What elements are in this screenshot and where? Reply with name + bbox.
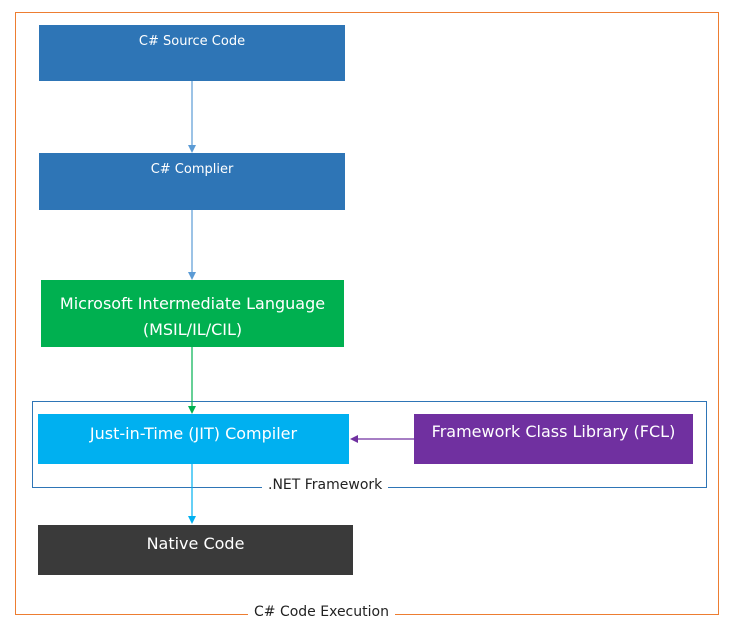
native-code-box: Native Code [38, 525, 353, 575]
msil-label: Microsoft Intermediate Language (MSIL/IL… [59, 294, 326, 339]
framework-class-library-box: Framework Class Library (FCL) [414, 414, 693, 464]
csharp-compiler-box: C# Complier [39, 153, 345, 210]
code-execution-label: C# Code Execution [248, 603, 395, 621]
csharp-compiler-label: C# Complier [150, 162, 234, 177]
msil-box: Microsoft Intermediate Language (MSIL/IL… [41, 280, 344, 347]
csharp-source-code-box: C# Source Code [39, 25, 345, 81]
framework-class-library-label: Framework Class Library (FCL) [431, 422, 676, 441]
jit-compiler-label: Just-in-Time (JIT) Compiler [89, 424, 298, 443]
native-code-label: Native Code [146, 534, 245, 553]
jit-compiler-box: Just-in-Time (JIT) Compiler [38, 414, 349, 464]
net-framework-label: .NET Framework [262, 476, 389, 494]
csharp-source-code-label: C# Source Code [138, 34, 246, 49]
